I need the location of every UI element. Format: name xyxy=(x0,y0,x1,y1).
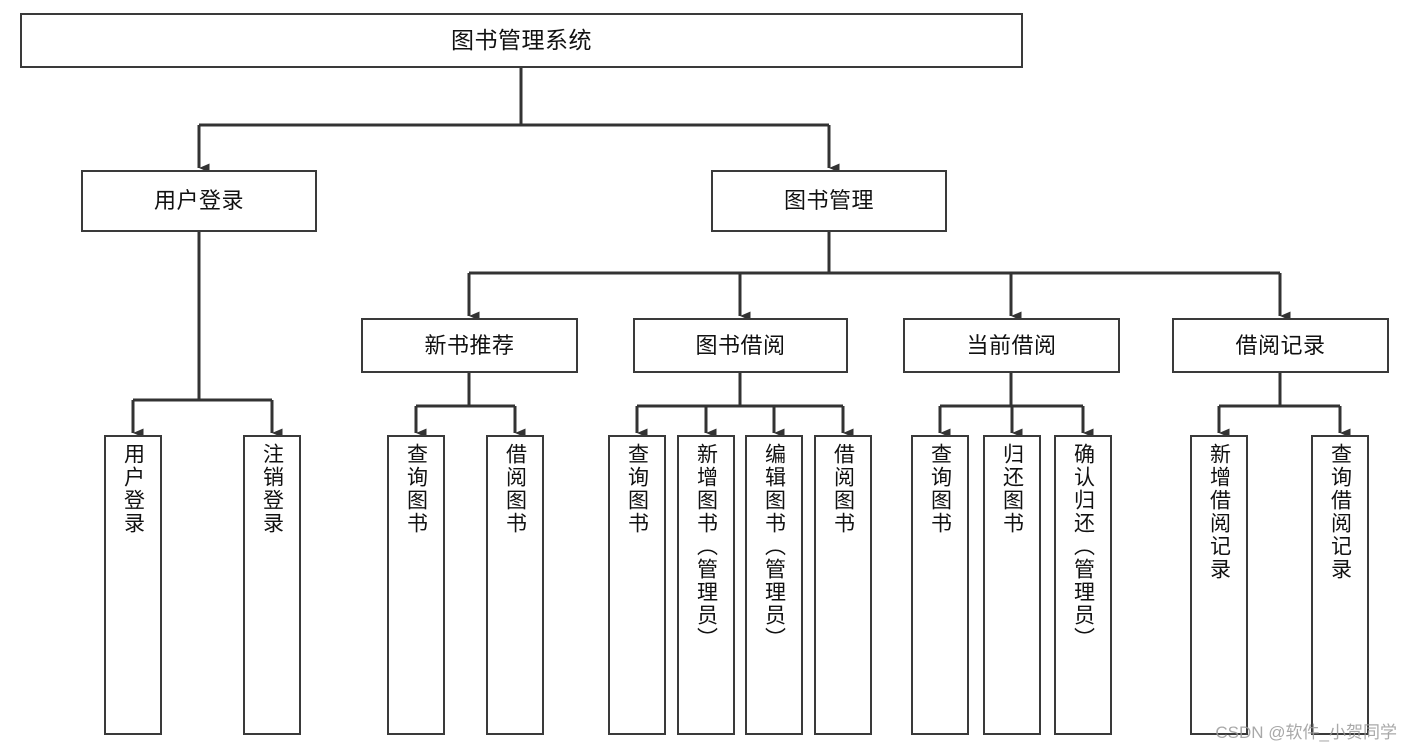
leaf-logout-label: 注销登录 xyxy=(260,443,284,535)
leaf-query-book-3-label: 查询图书 xyxy=(928,443,952,535)
node-book-manage-label: 图书管理 xyxy=(783,188,874,214)
leaf-add-book[interactable]: 新增图书（管理员） xyxy=(677,435,735,735)
leaf-edit-book[interactable]: 编辑图书（管理员） xyxy=(745,435,803,735)
node-current-borrow[interactable]: 当前借阅 xyxy=(903,318,1120,373)
leaf-logout[interactable]: 注销登录 xyxy=(243,435,301,735)
node-user-login[interactable]: 用户登录 xyxy=(81,170,317,232)
csdn-watermark: CSDN @软件_小贺同学 xyxy=(1215,723,1397,742)
leaf-add-book-label: 新增图书（管理员） xyxy=(694,443,718,650)
leaf-add-record[interactable]: 新增借阅记录 xyxy=(1190,435,1248,735)
node-current-borrow-label: 当前借阅 xyxy=(966,332,1057,358)
node-new-book-recommend[interactable]: 新书推荐 xyxy=(361,318,578,373)
leaf-borrow-book-2-label: 借阅图书 xyxy=(831,443,855,535)
leaf-query-record-label: 查询借阅记录 xyxy=(1328,443,1352,581)
leaf-query-book-1[interactable]: 查询图书 xyxy=(387,435,445,735)
leaf-edit-book-label: 编辑图书（管理员） xyxy=(762,443,786,650)
node-root-label: 图书管理系统 xyxy=(451,26,592,53)
node-borrow-record[interactable]: 借阅记录 xyxy=(1172,318,1389,373)
node-root-system[interactable]: 图书管理系统 xyxy=(20,13,1023,68)
leaf-confirm-return[interactable]: 确认归还（管理员） xyxy=(1054,435,1112,735)
node-new-book-recommend-label: 新书推荐 xyxy=(424,332,515,358)
leaf-borrow-book-1-label: 借阅图书 xyxy=(503,443,527,535)
node-user-login-label: 用户登录 xyxy=(153,188,244,214)
leaf-user-login[interactable]: 用户登录 xyxy=(104,435,162,735)
leaf-borrow-book-2[interactable]: 借阅图书 xyxy=(814,435,872,735)
leaf-confirm-return-label: 确认归还（管理员） xyxy=(1071,443,1095,650)
node-book-borrow-label: 图书借阅 xyxy=(695,332,786,358)
leaf-query-book-2[interactable]: 查询图书 xyxy=(608,435,666,735)
node-book-manage[interactable]: 图书管理 xyxy=(711,170,947,232)
node-borrow-record-label: 借阅记录 xyxy=(1235,332,1326,358)
leaf-user-login-label: 用户登录 xyxy=(121,443,145,535)
leaf-query-book-2-label: 查询图书 xyxy=(625,443,649,535)
leaf-return-book-label: 归还图书 xyxy=(1000,443,1024,535)
leaf-borrow-book-1[interactable]: 借阅图书 xyxy=(486,435,544,735)
leaf-query-book-1-label: 查询图书 xyxy=(404,443,428,535)
leaf-query-book-3[interactable]: 查询图书 xyxy=(911,435,969,735)
leaf-return-book[interactable]: 归还图书 xyxy=(983,435,1041,735)
leaf-add-record-label: 新增借阅记录 xyxy=(1207,443,1231,581)
leaf-query-record[interactable]: 查询借阅记录 xyxy=(1311,435,1369,735)
node-book-borrow[interactable]: 图书借阅 xyxy=(633,318,848,373)
